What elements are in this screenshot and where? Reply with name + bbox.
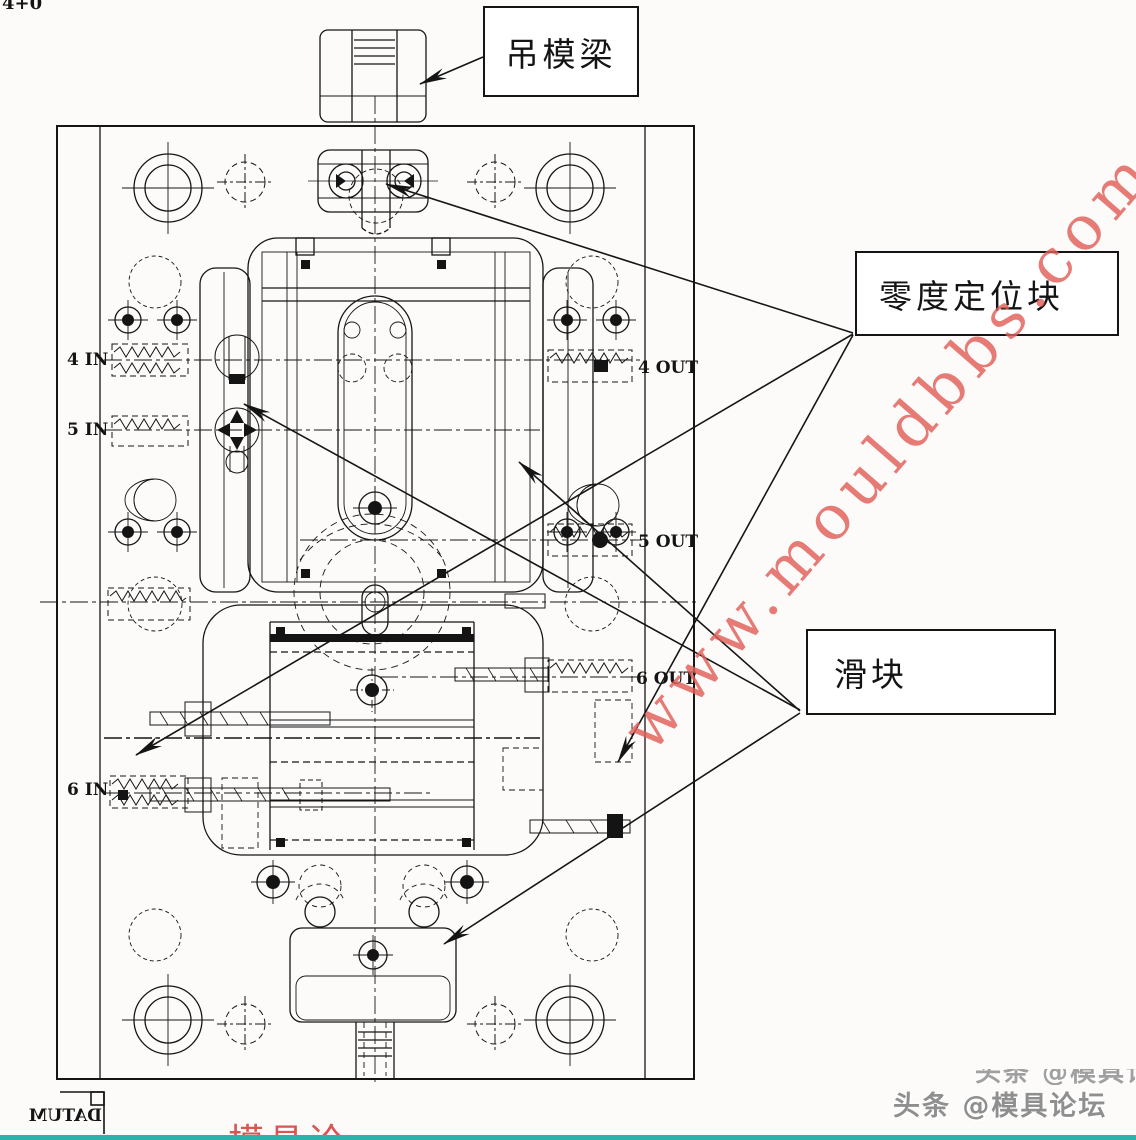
slider-rod-left-upper	[149, 701, 331, 737]
fitting-left-mid	[107, 587, 191, 621]
fitting-6out	[454, 657, 633, 693]
guide-bushings	[122, 142, 616, 1066]
datum-label-mirrored: DATUM	[29, 1106, 102, 1126]
fitting-5in	[111, 407, 260, 474]
left-water-fittings	[107, 334, 391, 813]
port-label-6in: 6 IN	[67, 780, 108, 800]
callout-lifting-beam-label: 吊模梁	[505, 34, 617, 74]
fitting-6in	[109, 775, 189, 809]
callout-zero-block-label: 零度定位块	[879, 276, 1064, 316]
eyebolt	[319, 29, 427, 123]
callout-leaders	[135, 56, 854, 945]
slider-rod-left-lower	[149, 777, 391, 813]
leader-slider-to-bottom	[443, 712, 801, 945]
lower-cavity-block	[202, 604, 544, 856]
leader-lifting-beam	[419, 56, 484, 85]
locator-holes	[217, 154, 523, 1052]
slider-rod-right-lower	[529, 814, 631, 838]
port-label-5in: 5 IN	[67, 420, 108, 440]
bottom-teal-bar	[0, 1135, 1136, 1140]
footer-watermark: 头条 @模具论坛	[893, 1091, 1108, 1122]
mold-plate-frame	[56, 125, 695, 1080]
port-label-6out: 6 OUT	[636, 669, 696, 689]
plate-screws	[108, 300, 636, 552]
guide-bushing-bottom-right	[524, 974, 616, 1066]
callout-slider-label: 滑块	[834, 655, 908, 694]
ejector-circles	[251, 860, 489, 928]
leader-zero-block-to-beam	[385, 183, 854, 334]
leader-slider-to-left-rail	[243, 403, 801, 711]
leader-slider-to-center	[518, 461, 801, 712]
callout-slider: 滑块	[806, 629, 1056, 715]
port-label-4out: 4 OUT	[638, 358, 698, 378]
corner-fragment-text: 4+0	[2, 0, 42, 14]
fitting-4in	[111, 334, 260, 384]
fitting-4out	[547, 349, 633, 383]
guide-bushing-bottom-left	[122, 974, 214, 1066]
guide-bushing-top-left	[122, 142, 214, 234]
port-label-4in: 4 IN	[67, 350, 108, 370]
leader-zero-block-to-right	[617, 334, 854, 763]
clamp-beam	[308, 149, 438, 235]
centerlines	[40, 96, 700, 1085]
port-label-5out: 5 OUT	[638, 532, 698, 552]
footer-watermark-fragment: 头条 @模具论坛	[975, 1069, 1135, 1085]
callout-zero-positioning-block: 零度定位块	[855, 251, 1119, 336]
leader-zero-block-to-left	[135, 333, 854, 756]
bottom-assembly	[289, 927, 457, 1079]
datum-mark	[60, 1091, 105, 1134]
callout-lifting-beam: 吊模梁	[483, 6, 639, 97]
spring-symbols	[124, 255, 620, 962]
guide-bushing-top-right	[524, 142, 616, 234]
upper-cavity-block	[247, 237, 544, 593]
